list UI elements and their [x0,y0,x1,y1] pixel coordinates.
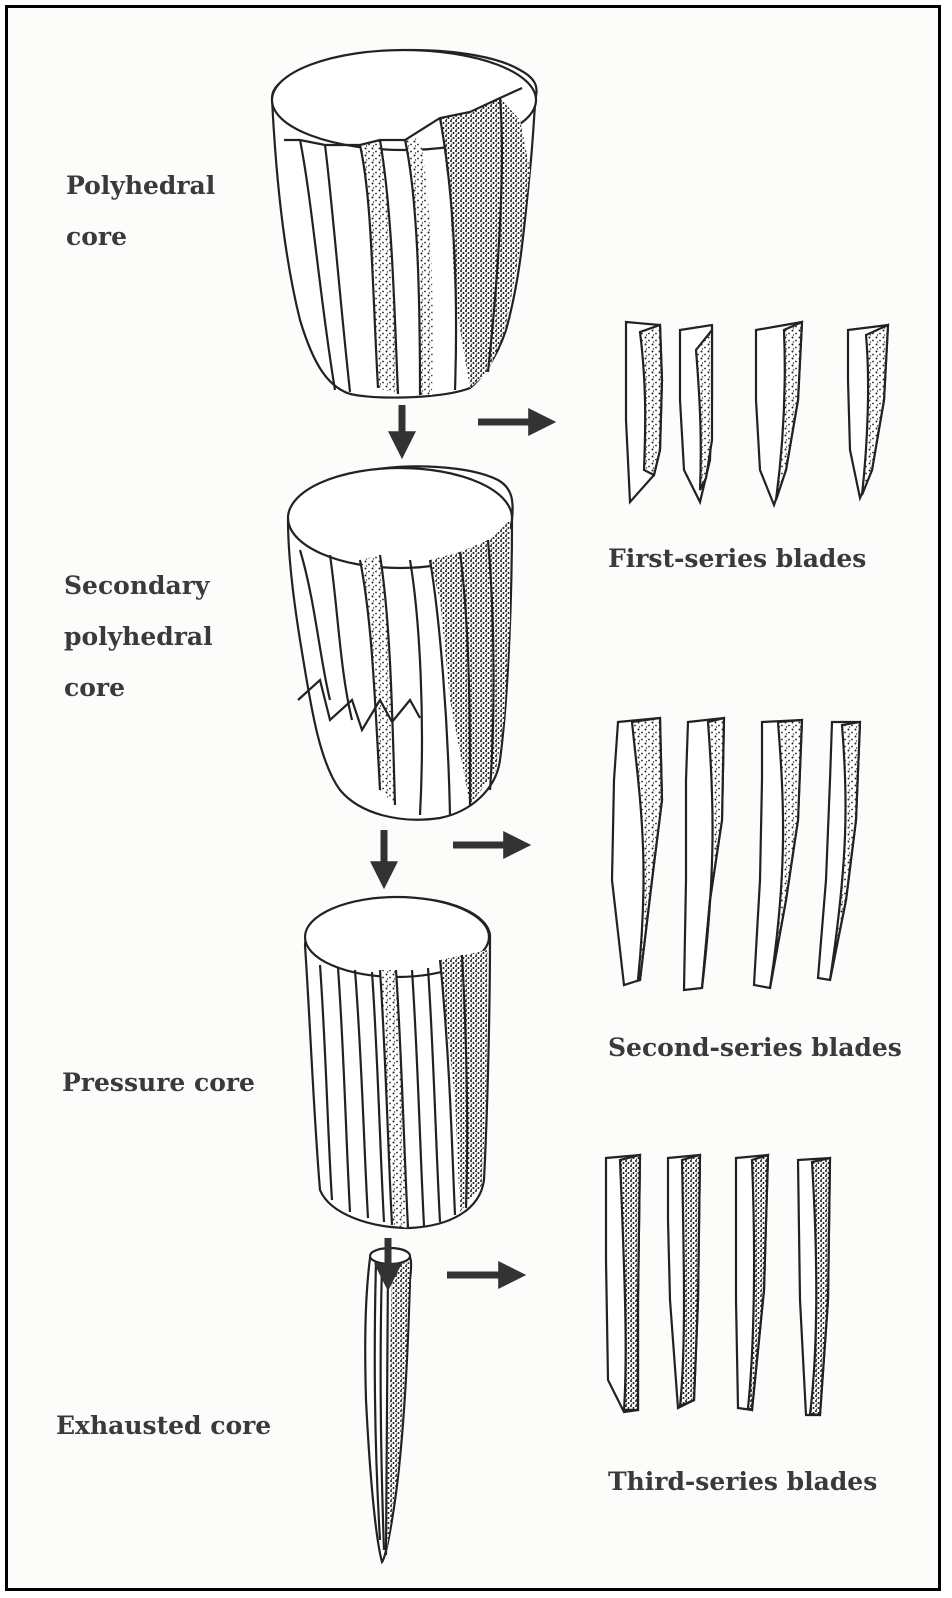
first-series-blade-4 [848,325,888,498]
exhausted-core-illustration [365,1248,411,1562]
second-series-blade-4 [818,722,860,980]
polyhedral-core-illustration [272,50,537,398]
third-series-blade-4 [798,1158,830,1415]
second-series-blade-3 [754,720,802,988]
first-series-blade-1 [626,322,662,502]
second-series-blades-illustration [612,718,860,990]
first-series-blades-illustration [626,322,888,505]
third-series-blade-1 [606,1155,640,1412]
third-series-blades-illustration [606,1155,830,1415]
second-series-blade-1 [612,718,662,985]
first-series-blade-2 [680,325,712,502]
pressure-core-illustration [305,897,490,1228]
third-series-blade-3 [736,1155,768,1410]
first-series-blade-3 [756,322,802,505]
secondary-polyhedral-core-illustration [288,466,513,819]
second-series-blade-2 [684,718,724,990]
third-series-blade-2 [668,1155,700,1408]
